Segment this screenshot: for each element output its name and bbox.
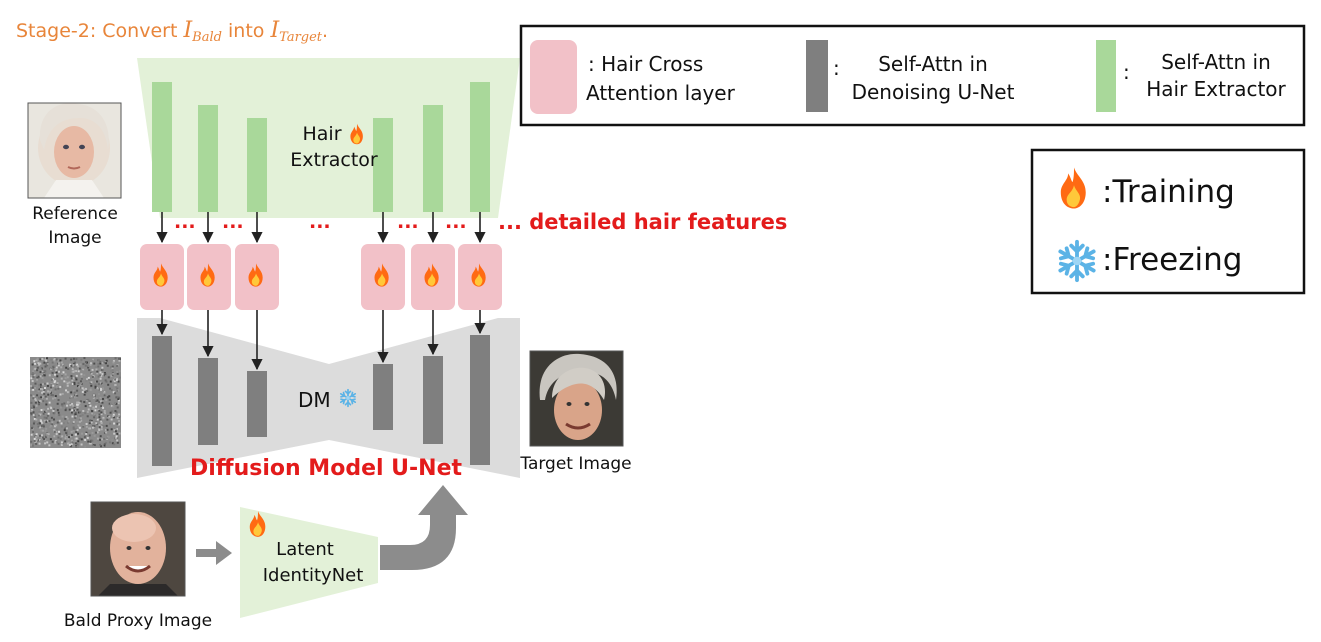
noise-image (30, 357, 121, 448)
green-swatch (1096, 40, 1116, 112)
gray-bar (423, 356, 443, 444)
green-bar (373, 118, 393, 212)
green-bar (470, 82, 490, 212)
reference-image (27, 102, 122, 199)
dm-label: DM (298, 388, 331, 412)
legend-pink-label-line2: Attention layer (586, 81, 736, 105)
legend-gray-colon: : (833, 56, 840, 80)
detailed-hair-features-label: ... detailed hair features (498, 210, 787, 234)
identitynet-to-unet-arrow (380, 485, 468, 570)
ellipsis: ... (397, 211, 419, 233)
reference-image-label-line1: Reference (32, 204, 118, 224)
training-label: :Training (1102, 174, 1235, 210)
freezing-label: :Freezing (1102, 242, 1242, 278)
ellipsis: ... (445, 211, 467, 233)
unet-bars (152, 335, 490, 466)
target-image-label: Target Image (519, 454, 631, 474)
layer-legend: : Hair Cross Attention layer : Self-Attn… (519, 24, 1306, 127)
legend-gray-label-line1: Self-Attn in (878, 52, 988, 76)
green-bar (423, 105, 443, 212)
unet-notch-top (160, 318, 498, 364)
bald-to-identitynet-arrow (196, 541, 232, 565)
gray-swatch (806, 40, 828, 112)
green-bar (198, 105, 218, 212)
hair-extractor-notch (137, 58, 520, 134)
stage-title: Stage-2: Convert IBald into ITarget. (16, 18, 328, 45)
identity-net-label-line1: Latent (276, 539, 334, 560)
ellipsis: ... (222, 211, 244, 233)
unet-caption: Diffusion Model U-Net (190, 456, 463, 481)
green-bar (152, 82, 172, 212)
reference-image-label-line2: Image (48, 228, 101, 248)
pink-swatch (530, 40, 577, 114)
legend-green-colon: : (1123, 60, 1130, 84)
green-bar (247, 118, 267, 212)
ellipsis: ... (309, 211, 331, 233)
hair-cross-attention-layers (140, 244, 502, 310)
gray-bar (247, 371, 267, 437)
hair-extractor-bars (152, 82, 490, 212)
extractor-to-attn-arrows (156, 212, 486, 244)
status-legend: :Training :Freezing (1030, 148, 1306, 295)
ellipsis: ... (174, 211, 196, 233)
target-image (529, 350, 624, 447)
bald-proxy-image-label: Bald Proxy Image (64, 611, 212, 631)
unet-notch-bottom (137, 440, 520, 478)
legend-gray-label-line2: Denoising U-Net (852, 80, 1015, 104)
identity-net-label-line2: IdentityNet (263, 565, 364, 586)
gray-bar (152, 336, 172, 466)
gray-bar (470, 335, 490, 465)
hair-extractor-label-line2: Extractor (290, 149, 378, 171)
legend-green-label-line2: Hair Extractor (1146, 77, 1286, 101)
bald-proxy-image (90, 501, 186, 597)
gray-bar (373, 364, 393, 430)
identity-net-trapezoid (240, 507, 378, 618)
gray-bar (198, 358, 218, 445)
attn-to-unet-arrows (156, 310, 486, 371)
hair-extractor-label-line1: Hair (302, 123, 341, 145)
legend-pink-label-line1: : Hair Cross (588, 52, 703, 76)
feature-ellipses: ... ... ... ... ... (174, 211, 467, 233)
legend-green-label-line1: Self-Attn in (1161, 50, 1271, 74)
